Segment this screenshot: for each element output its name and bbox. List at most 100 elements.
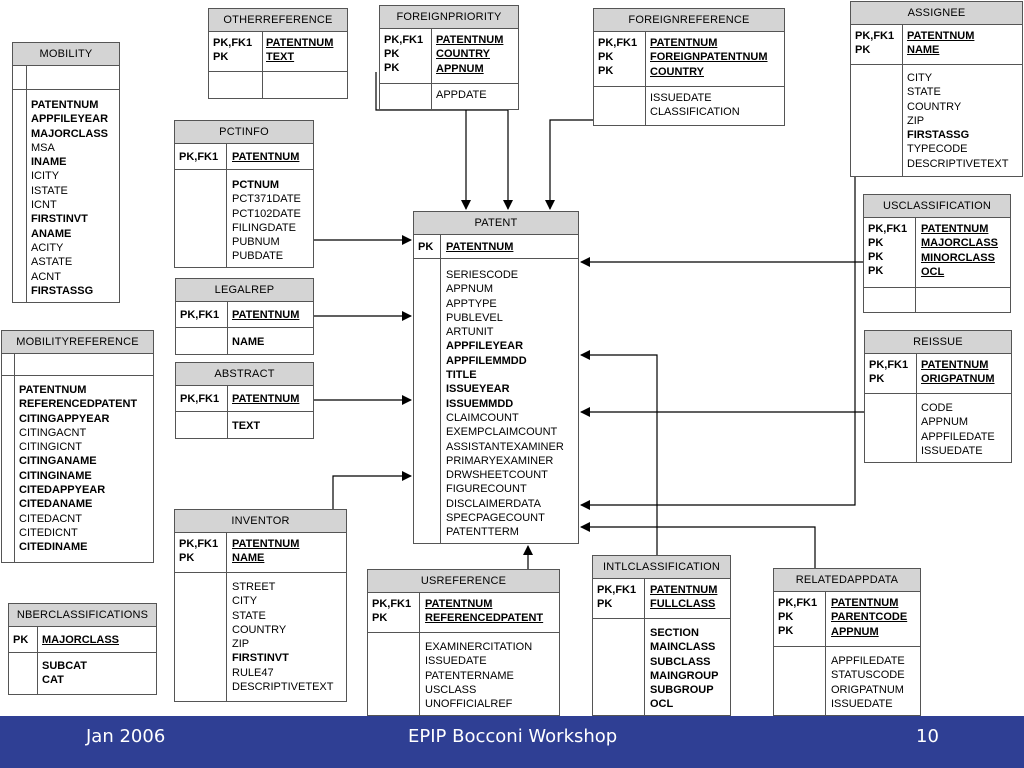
connector-intlclassification-patent	[580, 350, 658, 555]
attribute-column: PATENTNUM APPFILEYEAR MAJORCLASS MSA INA…	[31, 90, 119, 298]
entity-inventor: INVENTOR PK,FK1 PK PATENTNUM NAME STREET…	[174, 509, 347, 702]
attribute-field: STATE	[907, 86, 941, 99]
pk-label: PK	[868, 237, 884, 249]
key-field: NAME	[232, 552, 265, 565]
pk-column	[2, 376, 15, 563]
key-column: PATENTNUM	[446, 235, 578, 254]
attribute-field: TITLE	[446, 369, 477, 382]
attribute-field: APPDATE	[436, 89, 487, 101]
attribute-column: NAME	[232, 328, 313, 349]
pk-column	[851, 65, 903, 177]
key-column: PATENTNUM ORIGPATNUM	[921, 354, 1011, 387]
entity-nberclassifications: NBERCLASSIFICATIONS PK MAJORCLASS SUBCAT…	[8, 603, 157, 695]
key-column: PATENTNUM COUNTRY APPNUM	[436, 29, 518, 76]
key-column: PATENTNUM NAME	[232, 533, 346, 566]
pk-label: PK,FK1	[778, 597, 818, 609]
pk-column: PK,FK1 PK	[865, 354, 917, 393]
attribute-field: ZIP	[907, 114, 925, 127]
key-field: PATENTNUM	[266, 37, 334, 49]
connector-foreignreference-patent	[545, 119, 593, 210]
key-field: APPNUM	[436, 62, 484, 75]
pk-label: PK	[384, 48, 400, 60]
attribute-field: FIRSTASSG	[31, 284, 94, 297]
pk-label: PK,FK1	[597, 584, 637, 596]
entity-reissue: REISSUE PK,FK1 PK PATENTNUM ORIGPATNUM C…	[864, 330, 1012, 463]
footer-date: Jan 2006	[86, 726, 166, 747]
pk-column	[414, 259, 441, 544]
connector-otherreference-patent	[375, 72, 513, 210]
attribute-column: STREET CITY STATE COUNTRY ZIP FIRSTINVT …	[232, 573, 346, 694]
attribute-section	[864, 288, 1010, 313]
attribute-field: ANAME	[31, 227, 72, 240]
attribute-field: SERIESCODE	[446, 269, 519, 281]
attribute-field: ICITY	[31, 170, 60, 183]
entity-title: PATENT	[414, 212, 578, 235]
key-field: MINORCLASS	[921, 251, 995, 264]
key-field: FOREIGNPATENTNUM	[650, 51, 768, 64]
key-section: PK PATENTNUM	[414, 235, 578, 259]
attribute-field: COUNTRY	[907, 100, 962, 113]
attribute-field: CITINGANAME	[19, 455, 97, 468]
attribute-column: EXAMINERCITATION ISSUEDATE PATENTERNAME …	[425, 633, 559, 711]
attribute-field: STREET	[232, 581, 276, 593]
attribute-section: TEXT	[176, 412, 313, 439]
attribute-field: ACNT	[31, 270, 61, 283]
pk-column: PK,FK1 PK	[368, 593, 420, 632]
key-field: APPNUM	[831, 625, 879, 638]
attribute-field: PCT102DATE	[232, 207, 301, 220]
attribute-field: PCT371DATE	[232, 193, 301, 206]
attribute-field: ISSUEDATE	[831, 697, 893, 710]
attribute-field: PUBDATE	[232, 250, 284, 263]
key-field: PATENTNUM	[425, 598, 493, 610]
entity-title: PCTINFO	[175, 121, 313, 144]
pk-label: PK	[13, 634, 29, 646]
attribute-field: PATENTNUM	[19, 384, 87, 396]
pk-column: PK,FK1 PK PK	[774, 592, 826, 646]
attribute-field: CITY	[907, 72, 933, 84]
key-field: COUNTRY	[650, 65, 704, 78]
attribute-column: SECTION MAINCLASS SUBCLASS MAINGROUP SUB…	[650, 619, 730, 712]
slide-number: 10	[916, 726, 939, 747]
attribute-field: DESCRIPTIVETEXT	[907, 157, 1009, 170]
attribute-field: ZIP	[232, 638, 250, 651]
er-diagram: OTHERREFERENCE PK,FK1 PK PATENTNUM TEXT …	[1, 1, 1023, 716]
attribute-column: PCTNUM PCT371DATE PCT102DATE FILINGDATE …	[232, 170, 313, 264]
attribute-field: ASSISTANTEXAMINER	[446, 440, 564, 453]
key-field: PATENTNUM	[921, 223, 989, 235]
entity-mobility: MOBILITY PATENTNUM APPFILEYEAR MAJORCLAS…	[12, 42, 120, 303]
pk-label: PK	[868, 251, 884, 263]
attribute-field: STATUSCODE	[831, 669, 905, 682]
attribute-field: COUNTRY	[232, 623, 287, 636]
key-field: ORIGPATNUM	[921, 373, 995, 386]
key-section: PK,FK1 PK PK PATENTNUM FOREIGNPATENTNUM …	[594, 32, 784, 87]
key-column: PATENTNUM	[232, 144, 313, 164]
key-column: PATENTNUM FOREIGNPATENTNUM COUNTRY	[650, 32, 784, 79]
attribute-section: PATENTNUM APPFILEYEAR MAJORCLASS MSA INA…	[13, 90, 119, 303]
pk-label: PK,FK1	[869, 359, 909, 371]
attribute-field: PATENTNUM	[31, 99, 99, 111]
pk-column	[864, 288, 916, 313]
key-field: PATENTNUM	[650, 37, 718, 49]
pk-label: PK	[868, 265, 884, 277]
attribute-field: CITEDANAME	[19, 498, 93, 511]
key-column: PATENTNUM FULLCLASS	[650, 579, 730, 612]
pk-label: PK,FK1	[180, 309, 220, 321]
entity-foreignpriority: FOREIGNPRIORITY PK,FK1 PK PK PATENTNUM C…	[379, 5, 519, 110]
connector-assignee-patent	[580, 177, 856, 510]
attribute-field: ORIGPATNUM	[831, 683, 904, 696]
pk-column	[380, 84, 432, 110]
attribute-field: ARTUNIT	[446, 326, 494, 339]
footer-title: EPIP Bocconi Workshop	[408, 726, 618, 747]
attribute-field: PUBNUM	[232, 236, 280, 249]
attribute-field: CITINGACNT	[19, 426, 87, 439]
attribute-section: PCTNUM PCT371DATE PCT102DATE FILINGDATE …	[175, 170, 313, 268]
attribute-field: ACITY	[31, 241, 64, 254]
attribute-field: EXEMPCLAIMCOUNT	[446, 426, 558, 439]
attribute-column: ISSUEDATE CLASSIFICATION	[650, 87, 784, 120]
entity-patent: PATENT PK PATENTNUM SERIESCODE APPNUM AP…	[413, 211, 579, 544]
pk-column: PK,FK1 PK PK	[594, 32, 646, 86]
attribute-field: SUBCAT	[42, 660, 88, 672]
pk-column	[176, 328, 228, 355]
entity-assignee: ASSIGNEE PK,FK1 PK PATENTNUM NAME CITY S…	[850, 1, 1023, 177]
attribute-section: SERIESCODE APPNUM APPTYPE PUBLEVEL ARTUN…	[414, 259, 578, 544]
